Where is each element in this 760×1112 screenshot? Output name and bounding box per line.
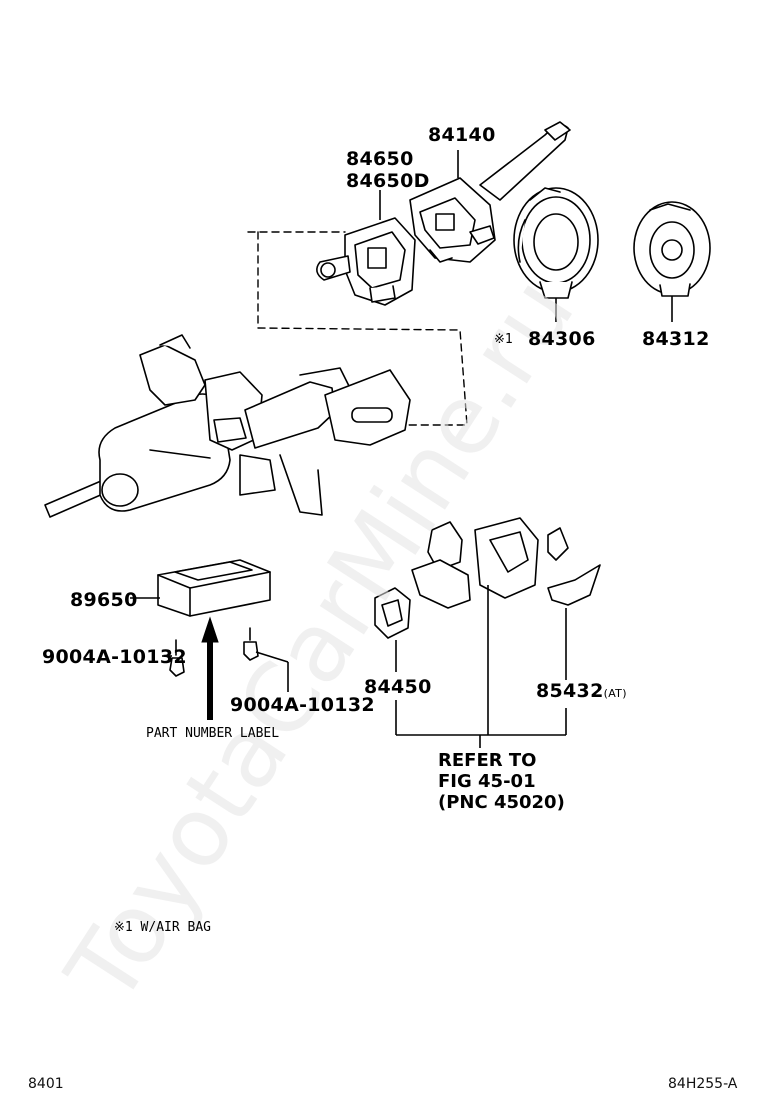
part-label-84306[interactable]: 84306 — [528, 328, 596, 350]
refer-line-2: FIG 45-01 — [438, 771, 536, 792]
part-label-84140[interactable]: 84140 — [428, 124, 496, 146]
spiral-cable-84312-drawing — [633, 201, 711, 297]
footer-page-code: 8401 — [28, 1076, 64, 1092]
note-marker-84306: ※1 — [494, 332, 513, 347]
part-label-84450[interactable]: 84450 — [364, 676, 432, 698]
bolt-right-drawing — [243, 627, 259, 661]
part-label-85432[interactable]: 85432(AT) — [536, 680, 627, 702]
part-label-89650[interactable]: 89650 — [70, 589, 138, 611]
switch-assembly-84650-drawing — [316, 217, 416, 306]
footnote: ※1 W/AIR BAG — [114, 920, 211, 935]
footer-figure-code: 84H255-A — [668, 1076, 738, 1092]
bolt-left-drawing — [169, 639, 185, 677]
part-label-85432-number: 85432 — [536, 680, 604, 702]
refer-to-block[interactable]: REFER TO FIG 45-01 (PNC 45020) — [438, 750, 565, 813]
spiral-cable-84306-drawing — [513, 187, 599, 299]
steering-column-drawing — [44, 334, 411, 518]
ecu-89650-drawing — [157, 559, 271, 617]
part-number-label-caption: PART NUMBER LABEL — [146, 726, 280, 741]
combination-switch-84140-drawing — [409, 121, 571, 263]
part-label-84312[interactable]: 84312 — [642, 328, 710, 350]
part-label-84650d[interactable]: 84650D — [346, 170, 430, 192]
part-label-bolt-right[interactable]: 9004A-10132 — [230, 694, 375, 716]
part-label-85432-suffix: (AT) — [603, 687, 627, 700]
part-label-84650[interactable]: 84650 — [346, 148, 414, 170]
ignition-parts-drawing — [374, 517, 601, 639]
refer-line-3: (PNC 45020) — [438, 792, 565, 813]
part-label-bolt-left[interactable]: 9004A-10132 — [42, 646, 187, 668]
refer-line-1: REFER TO — [438, 750, 537, 771]
